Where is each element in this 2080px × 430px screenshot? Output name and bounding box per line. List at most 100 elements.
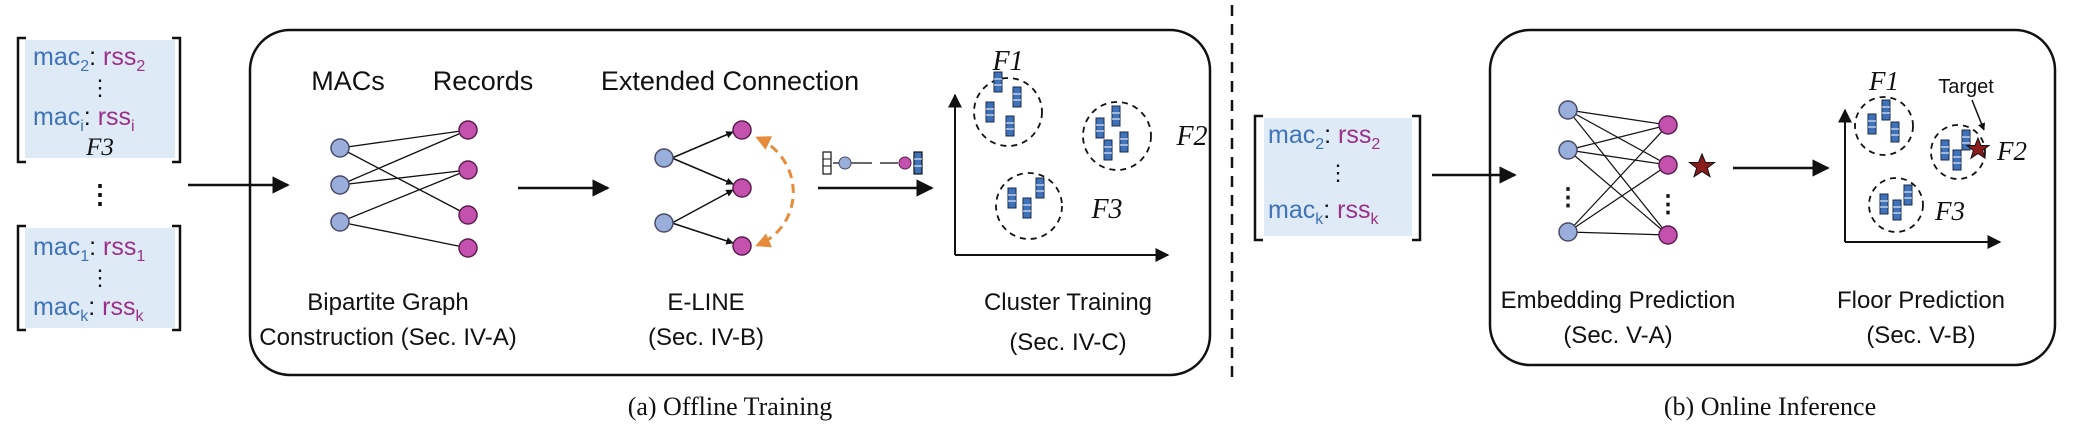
heading-records: Records	[433, 66, 534, 96]
embedding-vector-icon	[1940, 139, 1950, 161]
mac-node	[1558, 222, 1578, 242]
left-bracket	[16, 36, 26, 164]
record-node	[458, 238, 478, 258]
cluster-f1	[973, 71, 1043, 147]
mac-node	[654, 148, 674, 168]
heading-macs: MACs	[311, 66, 385, 96]
caption-offline: (a) Offline Training	[628, 392, 833, 421]
stage-label-floor: Floor Prediction	[1837, 287, 2005, 314]
embedding-vector-icon	[1005, 115, 1015, 137]
embedding-vector-icon	[1111, 105, 1121, 127]
online-cluster-label-f3: F3	[1934, 196, 1965, 226]
record-node	[1658, 225, 1678, 245]
record-node	[1658, 155, 1678, 175]
stage-label-embedding-sec: (Sec. V-A)	[1563, 322, 1672, 349]
stage-label-cluster-sec: (Sec. IV-C)	[1009, 329, 1126, 356]
matrix-row: mac2: rss2	[1268, 121, 1380, 153]
offline-training-panel: MACs Records Extended Connection Biparti…	[248, 28, 1212, 377]
vertical-ellipsis: ⋮	[1656, 191, 1680, 218]
mac-node	[330, 138, 350, 158]
online-panel-frame	[1488, 28, 2057, 367]
embedding-vector-icon	[993, 71, 1003, 93]
embedding-vector-icon	[1103, 139, 1113, 161]
target-star-icon	[1688, 152, 1716, 178]
embedding-vector-icon	[1903, 184, 1913, 206]
vertical-ellipsis: ⋮	[89, 75, 111, 100]
caption-online: (b) Online Inference	[1664, 392, 1876, 421]
stage-label-cluster: Cluster Training	[984, 289, 1152, 316]
input-matrix-top: mac2: rss2 ⋮ maci: rssi F3	[16, 36, 182, 164]
heading-extended-connection: Extended Connection	[601, 66, 859, 96]
embedding-vector-icon	[1892, 199, 1902, 221]
stage-label-bipartite: Bipartite Graph	[307, 289, 468, 316]
record-node	[458, 160, 478, 180]
embedding-vector-icon	[1022, 197, 1032, 219]
stage-label-floor-sec: (Sec. V-B)	[1866, 322, 1975, 349]
cluster-label-f2: F2	[1175, 121, 1207, 152]
mac-node	[330, 175, 350, 195]
matrix-row: mack: rssk	[1268, 196, 1379, 228]
matrix-row: maci: rssi	[33, 103, 135, 135]
matrix-highlight	[1264, 118, 1412, 236]
mac-node	[1558, 140, 1578, 160]
matrix-row: mac2: rss2	[33, 43, 145, 75]
offline-panel-frame	[248, 28, 1212, 377]
cluster-f2	[1082, 101, 1152, 171]
record-node	[1658, 115, 1678, 135]
right-bracket	[172, 36, 182, 164]
record-node	[458, 205, 478, 225]
embedding-glyph	[822, 151, 923, 175]
matrix-highlight	[25, 228, 175, 328]
stage-label-eline-sec: (Sec. IV-B)	[648, 324, 764, 351]
mac-node	[654, 213, 674, 233]
record-node	[732, 178, 752, 198]
vertical-ellipsis: ⋮	[1556, 184, 1580, 211]
stage-label-eline: E-LINE	[667, 289, 744, 316]
embedding-vector-icon	[1952, 149, 1962, 171]
extended-connection-edge	[755, 136, 795, 248]
between-ellipsis: ⋮	[87, 179, 113, 209]
stage-label-embedding: Embedding Prediction	[1501, 287, 1736, 314]
cluster-label-f3: F3	[1090, 194, 1122, 225]
matrix-highlight	[25, 40, 175, 158]
embedding-prediction-graph	[1567, 109, 1669, 236]
matrix-row: mac1: rss1	[33, 233, 145, 265]
left-input-group: mac2: rss2 ⋮ maci: rssi F3 ⋮ mac1: rss1 …	[16, 36, 182, 332]
input-matrix-bottom: mac1: rss1 ⋮ mack: rssk	[16, 224, 182, 332]
embedding-vector-icon	[1890, 121, 1900, 143]
embedding-vector-icon	[985, 101, 995, 123]
cluster-f3	[995, 172, 1063, 240]
left-bracket	[16, 224, 26, 332]
right-bracket	[172, 224, 182, 332]
cluster-label-f1: F1	[991, 46, 1023, 77]
online-inference-panel: ⋮ ⋮ F1 F2 Target F3 Embedding Prediction…	[1488, 28, 2057, 367]
vertical-ellipsis: ⋮	[89, 265, 111, 290]
online-cluster-label-f2: F2	[1996, 136, 2027, 166]
vertical-ellipsis: ⋮	[1327, 160, 1349, 185]
embedding-vector-icon	[1867, 113, 1877, 135]
record-node	[458, 120, 478, 140]
eline-graph	[654, 120, 795, 256]
left-bracket	[1253, 114, 1263, 242]
record-node	[732, 236, 752, 256]
online-cluster-label-f1: F1	[1868, 66, 1899, 96]
online-cluster-f1	[1854, 96, 1914, 156]
online-cluster-f2	[1930, 124, 1986, 180]
embedding-vector-icon	[1881, 99, 1891, 121]
target-star-in-cluster-icon	[1965, 136, 1991, 160]
embedding-vector-icon	[1007, 187, 1017, 209]
stage-label-bipartite-sec: Construction (Sec. IV-A)	[259, 324, 516, 351]
embedding-vector-icon	[1119, 131, 1129, 153]
mac-node	[330, 212, 350, 232]
bipartite-graph	[339, 129, 469, 249]
embedding-vector-icon	[1961, 129, 1971, 151]
online-cluster-f3	[1868, 177, 1924, 233]
record-node	[732, 120, 752, 140]
floor-label: F3	[85, 134, 114, 161]
embedding-vector-icon	[1012, 86, 1022, 108]
matrix-row: mack: rssk	[33, 293, 144, 325]
right-bracket	[1412, 114, 1422, 242]
embedding-vector-icon	[1879, 193, 1889, 215]
target-pointer	[1971, 99, 1985, 131]
